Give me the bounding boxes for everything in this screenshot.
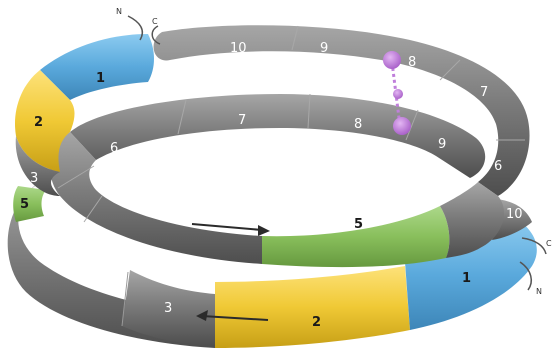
upper-label-2: 2 bbox=[34, 115, 43, 130]
upper-label-6-back: 6 bbox=[494, 159, 502, 174]
upper-n-label: N bbox=[116, 7, 122, 16]
upper-inner-back-tube bbox=[70, 94, 485, 178]
crosslink-top-bead bbox=[383, 51, 401, 69]
upper-label-10-right: 10 bbox=[506, 207, 523, 222]
lower-label-2: 2 bbox=[312, 315, 321, 330]
crosslink-mid-bead bbox=[393, 89, 403, 99]
upper-label-9-top: 9 bbox=[320, 41, 328, 56]
lower-seg-2 bbox=[215, 266, 410, 348]
lower-label-1: 1 bbox=[462, 271, 471, 286]
upper-ring bbox=[15, 16, 546, 290]
upper-label-10-top: 10 bbox=[230, 41, 247, 56]
upper-label-8-back: 8 bbox=[354, 117, 362, 132]
lower-c-label: C bbox=[546, 239, 552, 248]
lower-label-5: 5 bbox=[20, 197, 29, 212]
lower-seg-5 bbox=[13, 186, 46, 222]
upper-label-4: 4 bbox=[162, 211, 170, 226]
upper-c-label: C bbox=[152, 17, 158, 26]
upper-seg-5 bbox=[262, 206, 449, 267]
upper-label-8-top: 8 bbox=[408, 55, 416, 70]
upper-label-9-back: 9 bbox=[438, 137, 446, 152]
lower-label-4: 4 bbox=[56, 259, 64, 274]
crosslink-bottom-bead bbox=[393, 117, 411, 135]
upper-label-3: 3 bbox=[30, 171, 38, 186]
lower-n-label: N bbox=[536, 287, 542, 296]
upper-label-1: 1 bbox=[96, 71, 105, 86]
upper-label-7-back: 7 bbox=[238, 113, 246, 128]
upper-label-5: 5 bbox=[354, 217, 363, 232]
lower-label-3: 3 bbox=[164, 301, 172, 316]
upper-label-6-front: 6 bbox=[110, 141, 118, 156]
upper-front-tube bbox=[50, 132, 262, 264]
upper-label-7-top: 7 bbox=[480, 85, 488, 100]
